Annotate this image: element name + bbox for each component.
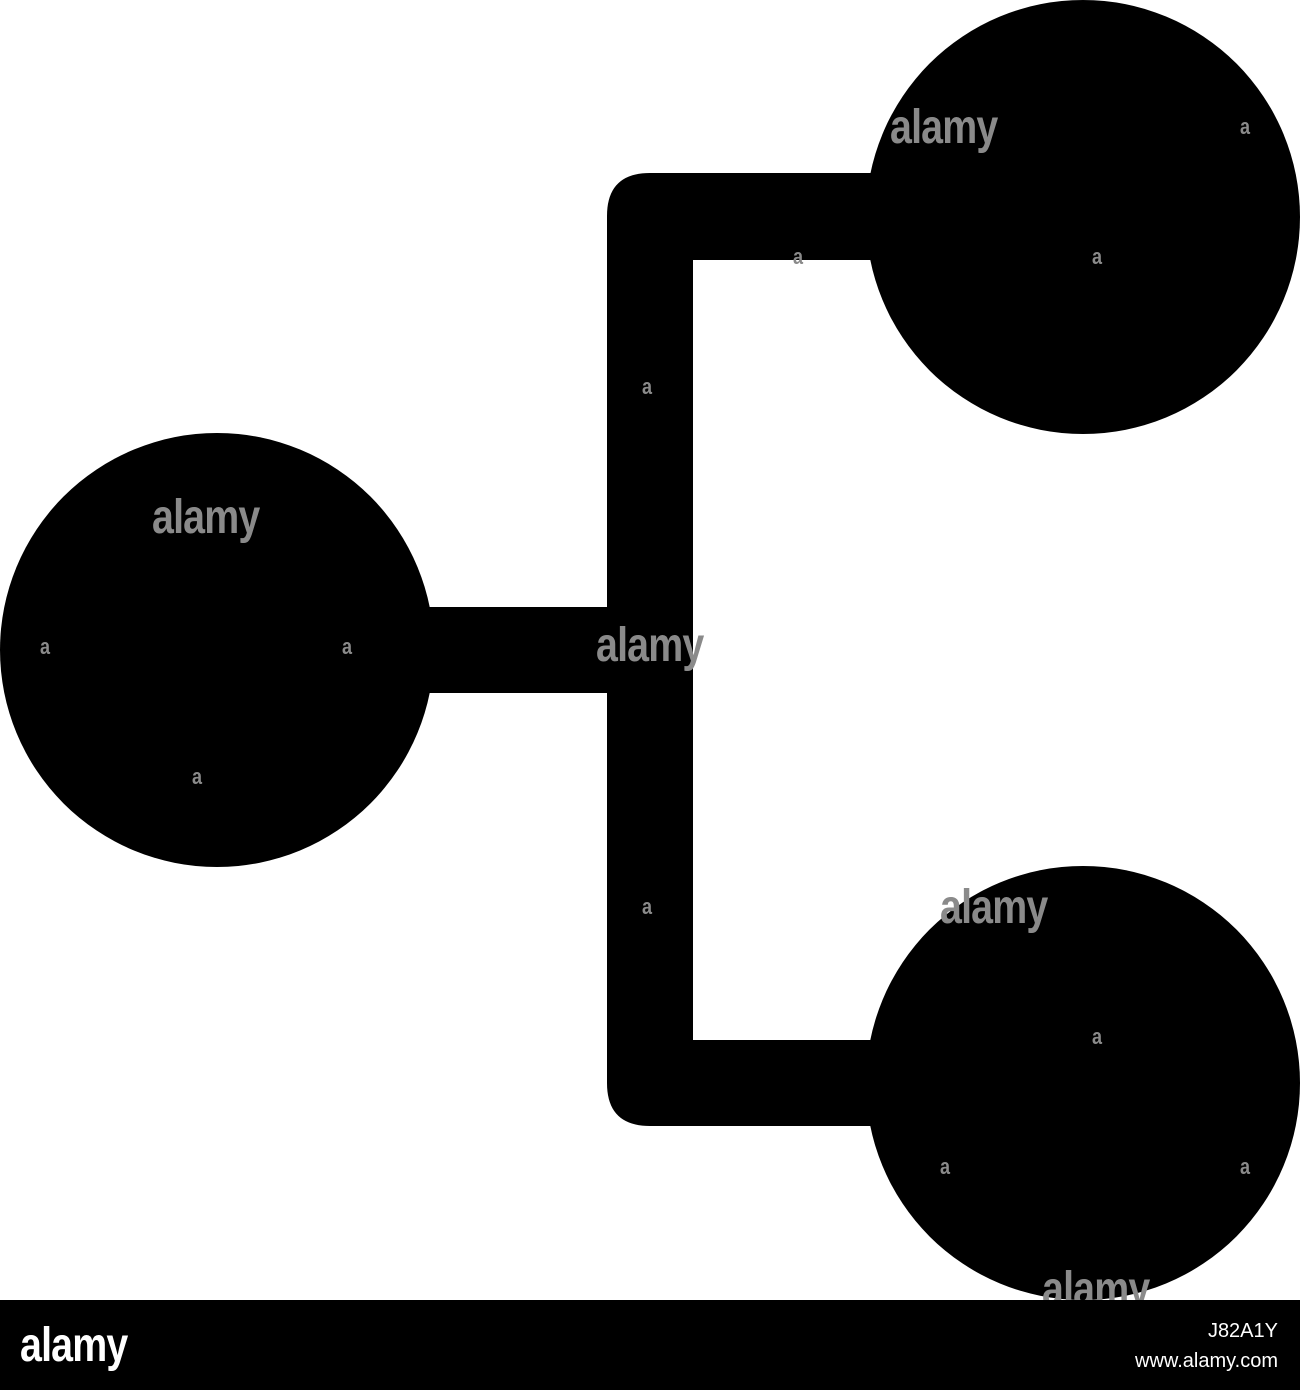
connector-bracket <box>607 173 880 1126</box>
watermark-letter: a <box>793 244 803 269</box>
watermark-letter: a <box>1240 114 1250 139</box>
root-node <box>0 433 434 867</box>
diagram-svg <box>0 0 1300 1300</box>
watermark-letter: a <box>642 894 652 919</box>
watermark-letter: a <box>192 764 202 789</box>
watermark-letter: a <box>1240 1154 1250 1179</box>
child-node-bottom <box>866 866 1300 1300</box>
watermark-text: alamy <box>890 101 998 154</box>
child-node-top <box>866 0 1300 434</box>
image-id: J82A1Y <box>1207 1320 1278 1342</box>
watermark-letter: a <box>940 1154 950 1179</box>
footer-logo: alamy <box>20 1319 128 1372</box>
watermark-letter: a <box>342 634 352 659</box>
footer-url: www.alamy.com <box>1135 1350 1278 1372</box>
watermark-text: alamy <box>596 619 704 672</box>
watermark-letter: a <box>642 374 652 399</box>
footer-bar: alamy J82A1Y www.alamy.com <box>0 1300 1300 1390</box>
connector-stem <box>400 607 660 693</box>
watermark-letter: a <box>1092 244 1102 269</box>
hierarchy-tree-icon <box>0 0 1300 1300</box>
watermark-letter: a <box>1092 1024 1102 1049</box>
watermark-text: alamy <box>940 881 1048 934</box>
watermark-text: alamy <box>152 491 260 544</box>
watermark-letter: a <box>40 634 50 659</box>
